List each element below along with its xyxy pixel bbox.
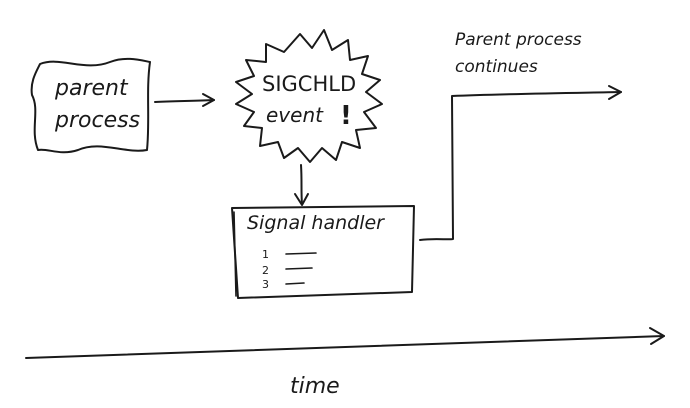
continue-label-line2: continues — [455, 57, 538, 77]
parent-process-shape — [30, 57, 151, 154]
handler-step-3: 3 — [262, 278, 305, 291]
handler-step-2: 2 — [262, 264, 313, 277]
handler-step-2-number: 2 — [262, 264, 269, 277]
parent-process-label-line1: parent — [54, 76, 129, 101]
signal-handler-title: Signal handler — [247, 212, 385, 234]
continue-label: Parent process continues — [455, 30, 582, 77]
arrow-handler-to-continue — [419, 85, 622, 241]
time-axis-line — [25, 335, 665, 359]
handler-step-3-number: 3 — [262, 278, 269, 291]
sigchld-event-node: SIGCHLD event ! — [235, 29, 383, 163]
handler-step-2-line — [285, 267, 313, 270]
handler-step-3-line — [285, 282, 305, 285]
handler-step-1-line — [285, 252, 317, 255]
parent-process-label-line2: process — [54, 108, 140, 133]
continue-label-line1: Parent process — [455, 30, 582, 50]
arrow-event-to-handler — [294, 164, 309, 206]
parent-process-node: parent process — [30, 57, 151, 154]
sigchld-label: SIGCHLD — [262, 72, 356, 96]
sigchld-burst-shape — [235, 29, 383, 163]
time-axis: time — [25, 327, 665, 399]
arrow-parent-to-event — [154, 93, 215, 107]
signal-handler-node: Signal handler 1 2 3 — [231, 205, 415, 299]
event-label: event — [266, 103, 324, 127]
event-exclamation: ! — [340, 101, 352, 131]
handler-step-1: 1 — [262, 248, 317, 261]
time-axis-label: time — [290, 374, 340, 399]
handler-step-1-number: 1 — [262, 248, 269, 261]
